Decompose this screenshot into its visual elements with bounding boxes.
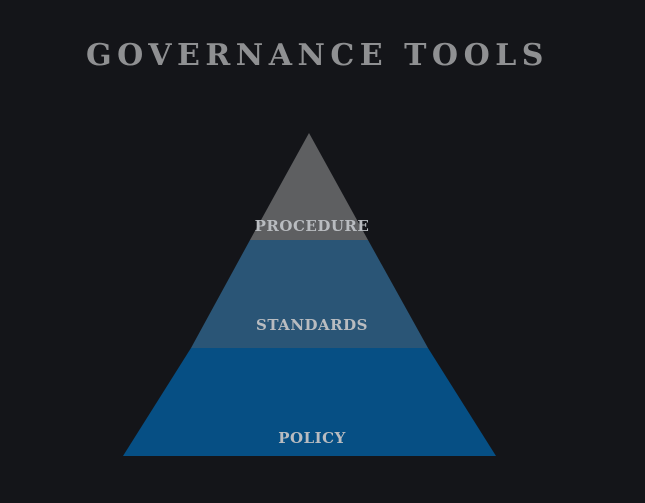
pyramid-layer-policy <box>123 348 496 456</box>
slide-title: GOVERNANCE TOOLS <box>86 38 549 73</box>
layer-label-procedure: PROCEDURE <box>255 217 370 235</box>
pyramid-layer-procedure <box>250 133 368 240</box>
layer-label-standards: STANDARDS <box>256 316 368 334</box>
pyramid-layer-standards <box>191 240 428 348</box>
layer-label-policy: POLICY <box>278 429 346 447</box>
